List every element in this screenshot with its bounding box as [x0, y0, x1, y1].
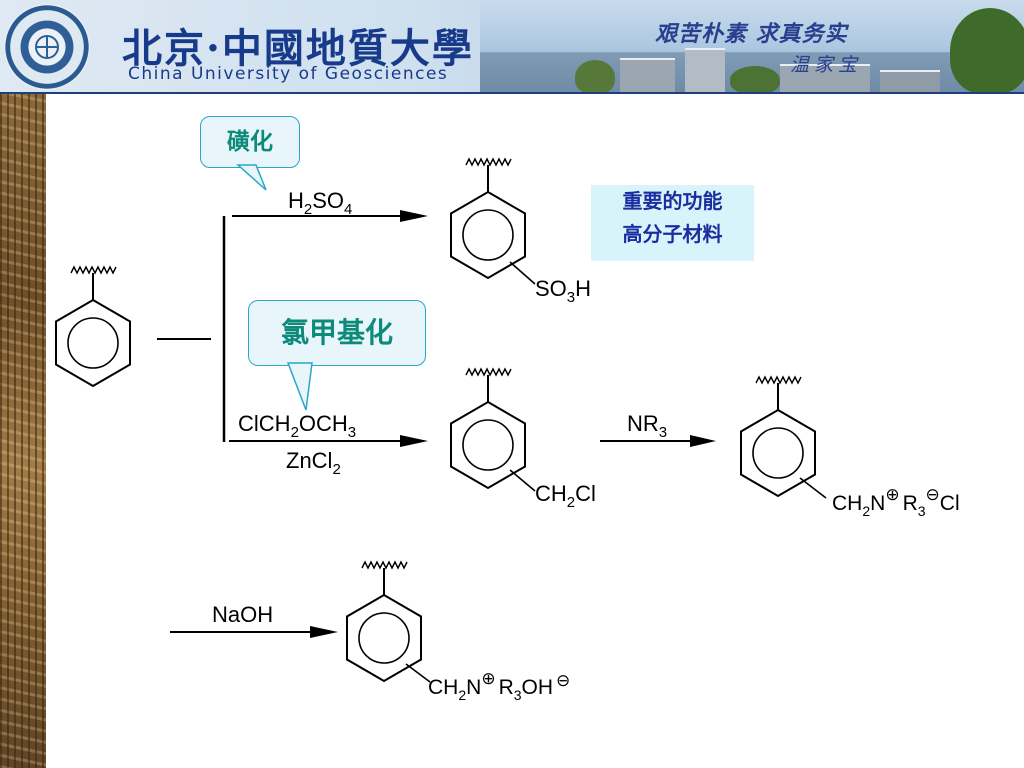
university-name-cn: 北京·中國地質大學 [122, 25, 474, 72]
reagent-naoh: NaOH [212, 602, 273, 627]
callout-chloromethylation: 氯甲基化 [248, 300, 426, 366]
note-line-1: 重要的功能 [622, 189, 723, 213]
motto-author: 温家宝 [790, 54, 863, 76]
hydroxide-exchange-arrowhead [310, 626, 338, 638]
callout-sulfonation-label: 磺化 [227, 128, 273, 155]
ammonium-chloride-bond [799, 477, 827, 499]
callout-chloromethylation-label: 氯甲基化 [280, 316, 393, 349]
amination-arrowhead [690, 435, 716, 447]
reagent-zncl2: ZnCl2 [286, 448, 341, 478]
functional-polymer-note: 重要的功能 高分子材料 [591, 185, 754, 261]
ammonium-hydroxide-bond [405, 663, 431, 683]
header-banner: 北京·中國地質大學 China University of Geoscience… [0, 0, 1024, 94]
sulfonation-arrowhead [400, 210, 428, 222]
callout-sulfonation: 磺化 [200, 116, 300, 168]
ammonium-hydroxide-group: CH2N⊕R3OH⊖ [428, 669, 570, 703]
university-motto: 艰苦朴素 求真务实 [655, 21, 848, 47]
ammonium-chloride-ring [740, 376, 816, 497]
callout-chloromethylation-tail [286, 362, 313, 411]
chloromethylated-ring [450, 368, 526, 489]
sulfonic-group: SO3H [535, 276, 591, 306]
note-line-2: 高分子材料 [622, 222, 723, 246]
decorative-side-strip [0, 94, 46, 768]
sulfonated-ring [450, 158, 526, 279]
chloromethyl-bond [509, 469, 536, 492]
polystyrene-ring [55, 266, 131, 387]
sulfonic-bond [509, 261, 536, 285]
university-name-en: China University of Geosciences [128, 64, 449, 84]
chloromethyl-group: CH2Cl [535, 481, 596, 511]
ammonium-chloride-group: CH2N⊕R3⊖Cl [832, 485, 960, 519]
reagent-h2so4: H2SO4 [288, 188, 352, 218]
reagent-nr3: NR3 [627, 411, 667, 441]
ammonium-hydroxide-ring [346, 561, 422, 682]
chloromethylation-arrowhead [400, 435, 428, 447]
reagent-clch2och3: ClCH2OCH3 [238, 411, 356, 441]
campus-scene [480, 0, 1024, 94]
callout-sulfonation-tail [236, 164, 267, 191]
university-seal-logo [4, 4, 90, 90]
banner-divider [0, 92, 1024, 94]
